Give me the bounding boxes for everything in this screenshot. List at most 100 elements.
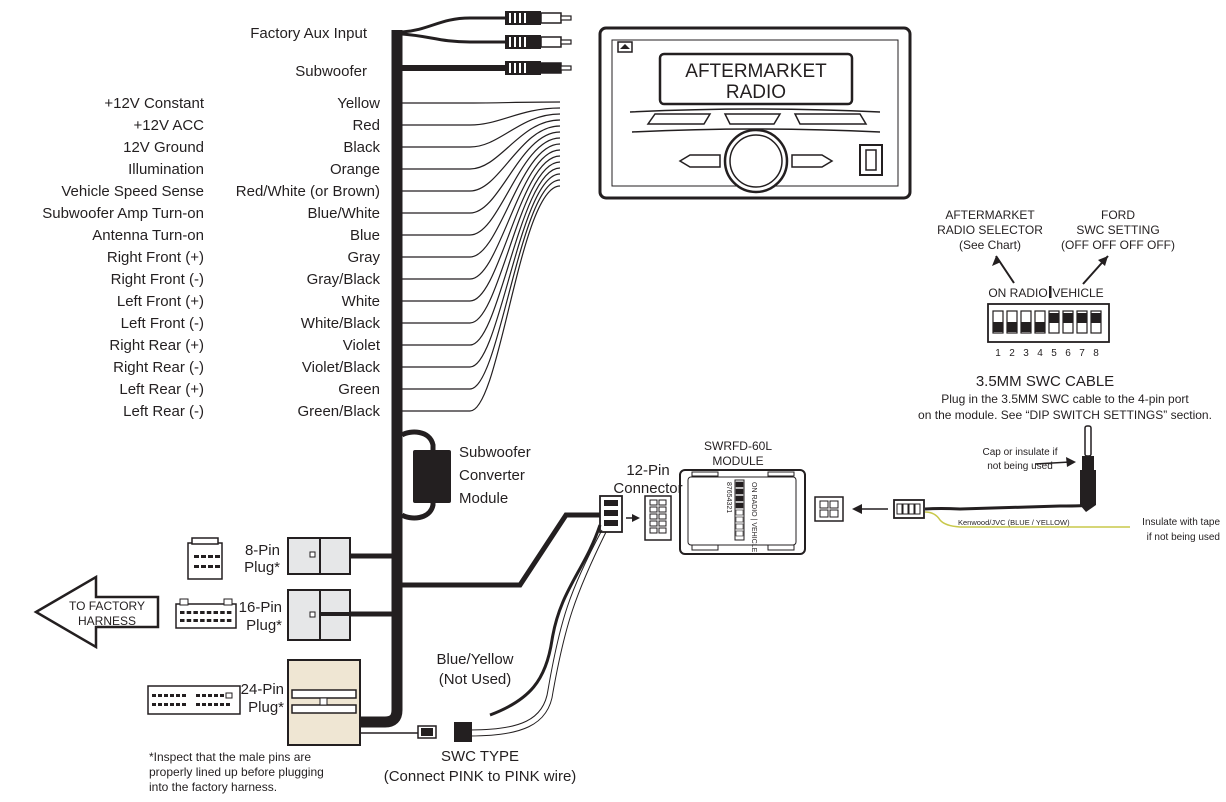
function-label: Left Front (+) — [117, 293, 204, 310]
wire-color-label: Violet/Black — [302, 359, 381, 376]
4-pin-port — [814, 496, 844, 522]
aux-label: Factory Aux Input — [250, 25, 368, 42]
dip-number: 5 — [1051, 348, 1057, 359]
cap-line1: Cap or insulate if — [982, 447, 1057, 458]
swc-type-plug-female — [454, 722, 472, 742]
ford-line1: FORD — [1101, 208, 1135, 222]
dip-number: 2 — [1009, 348, 1015, 359]
3-5mm-jack — [1080, 425, 1096, 512]
module-name1: SWRFD-60L — [704, 439, 772, 453]
wire-line — [402, 119, 561, 170]
dip-switch-knob — [1035, 322, 1045, 332]
wire-line — [402, 143, 561, 258]
function-label: Right Rear (-) — [113, 359, 204, 376]
blue-yellow-line1: Blue/Yellow — [437, 651, 514, 668]
function-label: Right Front (+) — [107, 249, 204, 266]
harness-line1: TO FACTORY — [69, 599, 145, 613]
selector-line1: AFTERMARKET — [945, 208, 1035, 222]
tape-line2: if not being used — [1147, 532, 1220, 543]
8-pin-face — [187, 537, 223, 580]
wire-color-label: Yellow — [337, 95, 380, 112]
function-label: +12V Constant — [104, 95, 204, 112]
dip-number: 3 — [1023, 348, 1029, 359]
svg-text:87654321: 87654321 — [725, 482, 732, 513]
wire-line — [402, 125, 561, 192]
dip-switch-knob — [1063, 313, 1073, 323]
wire-line — [402, 179, 561, 390]
swrfd-60l-module: 87654321 ON RADIO | VEHICLE — [679, 469, 806, 555]
dip-switch-knob — [1021, 322, 1031, 332]
16-pin-face — [175, 598, 237, 629]
note-line2: properly lined up before plugging — [149, 765, 324, 779]
rca-plug-subwoofer — [505, 61, 572, 75]
wire-color-label: Blue — [350, 227, 380, 244]
radio-line1: AFTERMARKET — [685, 61, 827, 82]
radio-line2: RADIO — [726, 82, 786, 103]
rca-plugs — [505, 11, 572, 75]
dip-switches — [992, 310, 1102, 334]
rca-plug-aux-right — [505, 35, 572, 49]
seek-right-button — [791, 154, 834, 168]
pink-wire-outline-2 — [469, 531, 607, 737]
cable-desc1: Plug in the 3.5MM SWC cable to the 4-pin… — [941, 392, 1189, 406]
dip-switch-knob — [1077, 313, 1087, 323]
note-line3: into the factory harness. — [149, 780, 277, 794]
rca-plug-aux-left — [505, 11, 572, 25]
cable-title: 3.5MM SWC CABLE — [976, 373, 1114, 390]
wire-line — [402, 131, 561, 214]
function-label: 12V Ground — [123, 139, 204, 156]
module-name2: MODULE — [712, 454, 763, 468]
wire-color-label: Green/Black — [297, 403, 380, 420]
function-label: Left Front (-) — [121, 315, 204, 332]
subwoofer-converter-module — [413, 450, 451, 503]
dip-number: 4 — [1037, 348, 1043, 359]
plug16-line2: Plug* — [246, 617, 282, 634]
16-pin-plug — [287, 589, 351, 641]
to-factory-harness-arrow — [33, 574, 160, 650]
preset-button-1 — [646, 113, 712, 125]
cable-desc2: on the module. See “DIP SWITCH SETTINGS”… — [918, 408, 1212, 422]
cap-line2: not being used — [987, 461, 1053, 472]
wire-line — [402, 113, 561, 148]
dip-number: 1 — [995, 348, 1001, 359]
preset-button-2 — [723, 113, 782, 125]
module-harness-wire — [402, 512, 600, 588]
dip-number: 7 — [1079, 348, 1085, 359]
pink-wire-outline-1 — [469, 529, 603, 731]
4-pin-cable-plug — [893, 499, 925, 519]
plug16-line1: 16-Pin — [239, 599, 282, 616]
sub-module-line1: Subwoofer — [459, 444, 531, 461]
plug8-line1: 8-Pin — [245, 542, 280, 559]
wire-line — [402, 107, 561, 126]
wire-color-label: Violet — [343, 337, 381, 354]
preset-button-3 — [793, 113, 868, 125]
dip-switch-knob — [1091, 313, 1101, 323]
wire-line — [402, 167, 561, 346]
wire-line — [402, 161, 561, 324]
swc-cable — [924, 503, 1089, 511]
ford-line2: SWC SETTING — [1076, 223, 1159, 237]
svg-text:ON RADIO | VEHICLE: ON RADIO | VEHICLE — [750, 482, 757, 553]
harness-line2: HARNESS — [78, 614, 136, 628]
function-label: Right Rear (+) — [109, 337, 204, 354]
wire-color-label: White — [342, 293, 380, 310]
dip-switch-knob — [1049, 313, 1059, 323]
wire-color-label: Black — [343, 139, 380, 156]
function-label: Antenna Turn-on — [92, 227, 204, 244]
sub-module-line3: Module — [459, 490, 508, 507]
swc-type-line1: SWC TYPE — [441, 748, 519, 765]
tape-line1: Insulate with tape — [1142, 517, 1220, 528]
dip-number: 6 — [1065, 348, 1071, 359]
sub-module-line2: Converter — [459, 467, 525, 484]
dip-number: 8 — [1093, 348, 1099, 359]
function-label: +12V ACC — [134, 117, 205, 134]
dip-switch-knob — [1007, 322, 1017, 332]
wire-color-label: Green — [338, 381, 380, 398]
blue-yellow-lead — [489, 524, 602, 717]
selector-line3: (See Chart) — [959, 238, 1021, 252]
function-label: Left Rear (-) — [123, 403, 204, 420]
